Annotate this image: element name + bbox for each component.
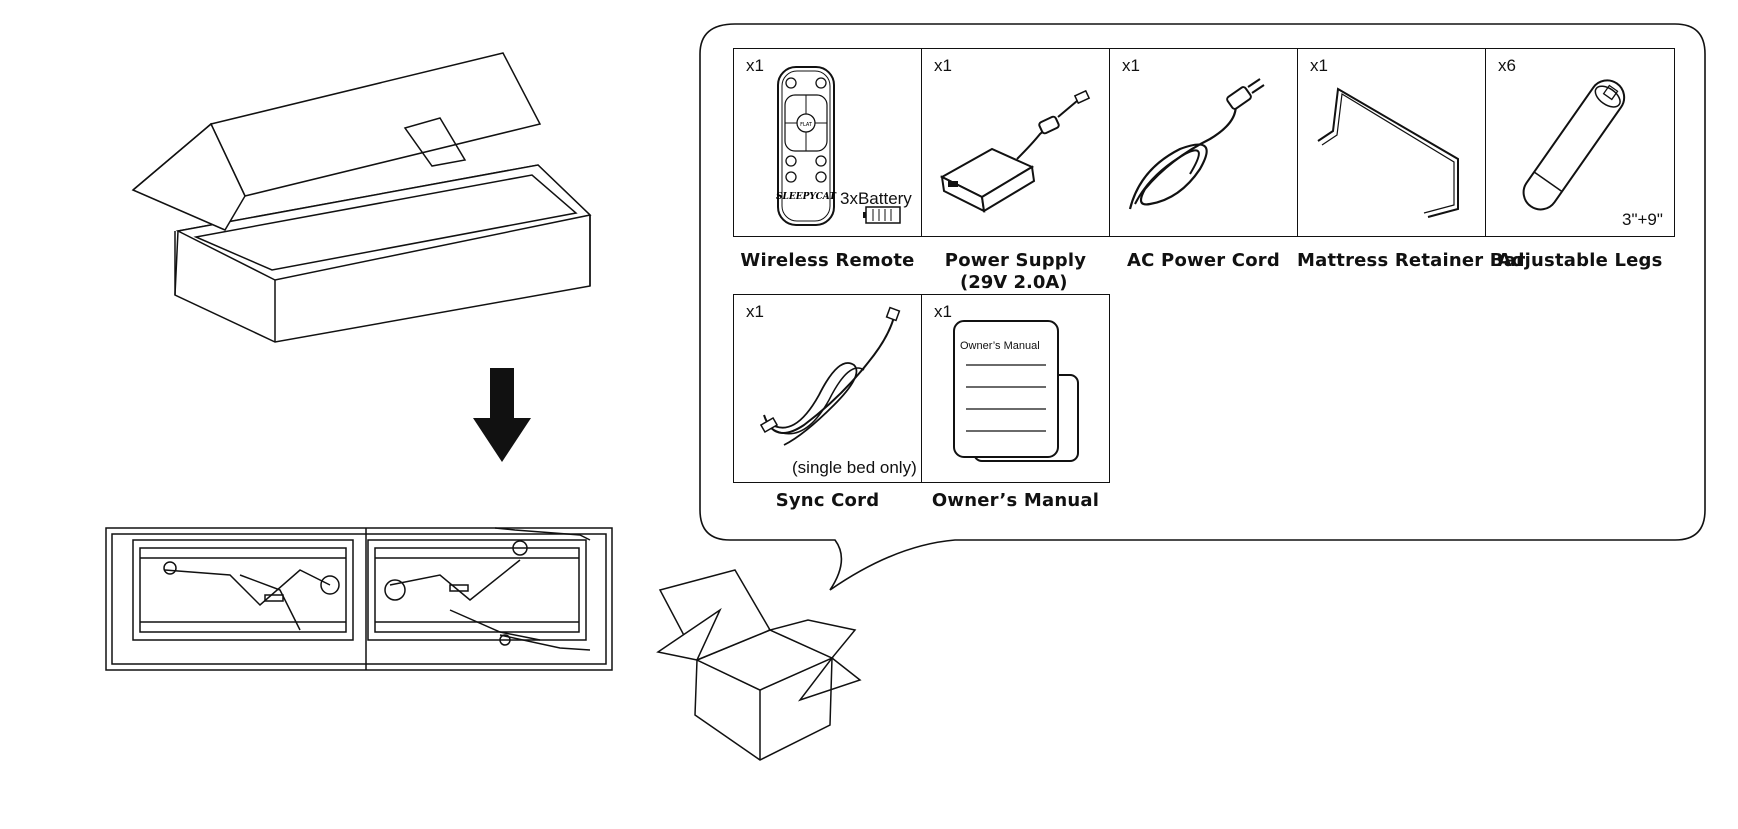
qty-label: x1 [934, 302, 952, 321]
label-power-supply: Power Supply [944, 250, 1087, 271]
power-adapter-icon [939, 89, 1091, 213]
retainer-bar-icon [1317, 87, 1459, 218]
cell-wireless-remote: x1 FLAT SLEEPYCAT 3xBattery [733, 48, 922, 237]
qty-label: x6 [1498, 56, 1516, 75]
cell-ac-power-cord: x1 [1109, 48, 1298, 237]
cell-owners-manual: x1 Owner’s Manual [921, 294, 1110, 483]
label-wireless-remote: Wireless Remote [740, 250, 915, 271]
sync-cord-icon [759, 306, 901, 446]
qty-label: x1 [746, 56, 764, 75]
label-adjustable-legs: Adjustable Legs [1497, 250, 1663, 271]
leg-size-note: 3"+9" [1622, 210, 1663, 229]
remote-icon: FLAT SLEEPYCAT [776, 66, 901, 226]
sync-cord-note: (single bed only) [792, 458, 917, 477]
battery-note: 3xBattery [840, 189, 912, 208]
leg-icon [1522, 79, 1626, 211]
label-ac-power-cord: AC Power Cord [1127, 250, 1280, 271]
open-accessory-box-icon [656, 569, 862, 761]
label-owners-manual: Owner’s Manual [931, 490, 1100, 511]
qty-label: x1 [1310, 56, 1328, 75]
qty-label: x1 [1122, 56, 1140, 75]
qty-label: x1 [746, 302, 764, 321]
folded-bed-base-icon [105, 527, 613, 671]
label-mattress-retainer-bar: Mattress Retainer Bar [1297, 250, 1526, 271]
manual-icon [953, 320, 1079, 462]
cell-power-supply: x1 [921, 48, 1110, 237]
down-arrow-icon [473, 368, 531, 462]
cell-sync-cord: x1 (single bed only) [733, 294, 922, 483]
remote-flat-label: FLAT [800, 122, 813, 128]
cell-adjustable-legs: x6 3"+9" [1485, 48, 1675, 237]
label-power-supply-spec: (29V 2.0A) [960, 272, 1068, 293]
label-sync-cord: Sync Cord [775, 490, 880, 511]
remote-brand: SLEEPYCAT [776, 192, 837, 202]
manual-title: Owner’s Manual [960, 340, 1040, 352]
cell-mattress-retainer-bar: x1 [1297, 48, 1486, 237]
power-cord-icon [1128, 78, 1265, 210]
qty-label: x1 [934, 56, 952, 75]
open-shipping-box-icon [131, 52, 592, 343]
